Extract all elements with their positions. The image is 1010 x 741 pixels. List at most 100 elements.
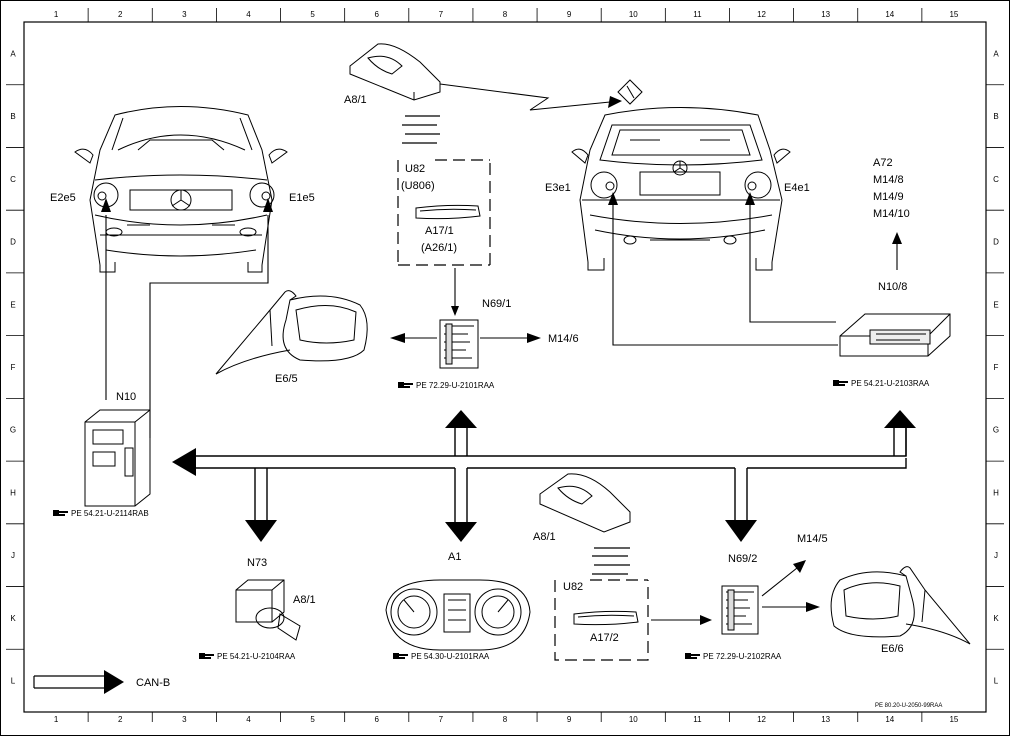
grid-column-label: 1 xyxy=(54,10,59,19)
front-headlight-right-icon xyxy=(249,182,275,208)
rear-car-illustration xyxy=(571,107,791,271)
label-m14-5: M14/5 xyxy=(797,533,828,545)
infrared-signal-top-icon xyxy=(402,115,440,144)
grid-row-label: H xyxy=(993,488,999,497)
grid-column-label: 11 xyxy=(693,10,702,19)
u82-top-dashed-box xyxy=(397,159,491,266)
grid-column-label: 11 xyxy=(693,715,702,724)
ref-n10-8: PE 54.21-U-2103RAA xyxy=(851,379,930,388)
radio-signal-arrowhead xyxy=(608,96,622,108)
a17-2-to-n69-2-arrowhead xyxy=(700,615,712,625)
label-n10-8: N10/8 xyxy=(878,281,907,293)
instrument-cluster-a1-icon xyxy=(385,579,531,651)
grid-column-label: 10 xyxy=(629,10,638,19)
rear-lamp-left-icon xyxy=(590,171,618,199)
n69-2-to-m14-5-line xyxy=(761,567,798,597)
label-u806: (U806) xyxy=(401,180,435,192)
label-a8-1-top: A8/1 xyxy=(344,94,367,106)
label-a17-1: A17/1 xyxy=(425,225,454,237)
door-handle-a17-1-icon xyxy=(415,204,481,220)
label-e3e1: E3e1 xyxy=(545,182,571,194)
front-car-illustration xyxy=(74,106,288,273)
grid-row-label: A xyxy=(993,49,999,58)
grid-column-label: 3 xyxy=(182,10,187,19)
grid-row-label: F xyxy=(11,363,16,372)
label-a8-1-switch: A8/1 xyxy=(293,594,316,606)
label-n10: N10 xyxy=(116,391,136,403)
grid-column-label: 5 xyxy=(310,715,315,724)
grid-column-label: 1 xyxy=(54,715,59,724)
antenna-warning-icon xyxy=(617,79,643,105)
pointing-hand-icon xyxy=(833,380,848,386)
grid-column-label: 13 xyxy=(821,10,830,19)
grid-row-label: G xyxy=(10,426,16,435)
grid-row-label: A xyxy=(10,49,16,58)
grid-column-label: 15 xyxy=(949,10,958,19)
mirror-e6-6-icon xyxy=(830,566,971,645)
n10-control-module-icon xyxy=(84,409,151,507)
n69-2-to-mirror-arrowhead xyxy=(806,602,820,612)
grid-row-label: K xyxy=(993,614,999,623)
label-a72: A72 xyxy=(873,157,893,169)
label-n73: N73 xyxy=(247,557,267,569)
grid-column-labels: 1122334455667788991010111112121313141415… xyxy=(54,8,959,724)
n69-1-control-module-icon xyxy=(439,319,479,369)
grid-row-label: L xyxy=(11,677,16,686)
grid-column-label: 5 xyxy=(310,10,315,19)
ref-n69-1: PE 72.29-U-2101RAA xyxy=(416,381,495,390)
ref-n73: PE 54.21-U-2104RAA xyxy=(217,652,296,661)
grid-column-label: 6 xyxy=(375,715,380,724)
label-u82-bottom: U82 xyxy=(563,581,583,593)
grid-row-label: D xyxy=(10,238,16,247)
label-e2e5: E2e5 xyxy=(50,192,76,204)
u82-bottom-dashed-box xyxy=(554,579,649,661)
grid-column-label: 13 xyxy=(821,715,830,724)
label-e4e1: E4e1 xyxy=(784,182,810,194)
label-n69-1: N69/1 xyxy=(482,298,511,310)
grid-column-label: 8 xyxy=(503,10,508,19)
ref-n69-2: PE 72.29-U-2102RAA xyxy=(703,652,782,661)
n69-1-to-m14-6-arrowhead xyxy=(527,333,541,343)
n69-2-to-m14-5-arrowhead xyxy=(793,560,806,573)
grid-row-label: C xyxy=(10,175,16,184)
label-m14-9: M14/9 xyxy=(873,191,904,203)
reference-icons xyxy=(53,380,848,659)
pointing-hand-icon xyxy=(53,510,68,516)
can-b-bus-arrowheads xyxy=(172,410,916,542)
label-m14-8: M14/8 xyxy=(873,174,904,186)
grid-column-label: 10 xyxy=(629,715,638,724)
ref-n10: PE 54.21-U-2114RAB xyxy=(71,509,149,518)
grid-column-label: 3 xyxy=(182,715,187,724)
radio-signal-icon xyxy=(439,83,611,111)
pointing-hand-icon xyxy=(398,382,413,388)
remote-key-top-icon xyxy=(349,43,441,101)
grid-column-label: 14 xyxy=(885,10,894,19)
grid-row-label: L xyxy=(994,677,999,686)
infrared-signal-bottom-icon xyxy=(592,547,630,575)
grid-column-label: 8 xyxy=(503,715,508,724)
can-b-legend-icon xyxy=(33,670,124,694)
label-e6-6: E6/6 xyxy=(881,643,904,655)
grid-row-label: E xyxy=(993,300,998,309)
grid-row-label: J xyxy=(994,551,998,560)
mirror-e6-5-icon xyxy=(215,290,368,375)
grid-row-label: F xyxy=(994,363,999,372)
n10-8-to-a72-arrowhead xyxy=(892,232,902,244)
rear-lamp-right-icon xyxy=(744,171,772,199)
grid-row-label: B xyxy=(993,112,998,121)
grid-column-label: 9 xyxy=(567,10,572,19)
label-e1e5: E1e5 xyxy=(289,192,315,204)
grid-column-label: 7 xyxy=(439,10,444,19)
grid-row-label: G xyxy=(993,426,999,435)
label-a8-1-bottom: A8/1 xyxy=(533,531,556,543)
grid-column-label: 2 xyxy=(118,10,123,19)
ref-a1: PE 54.30-U-2101RAA xyxy=(411,652,490,661)
grid-row-label: B xyxy=(10,112,15,121)
door-handle-a17-2-icon xyxy=(573,610,639,626)
rear-lamp-feed-lines xyxy=(612,205,838,346)
grid-row-label: K xyxy=(10,614,16,623)
grid-column-label: 14 xyxy=(885,715,894,724)
